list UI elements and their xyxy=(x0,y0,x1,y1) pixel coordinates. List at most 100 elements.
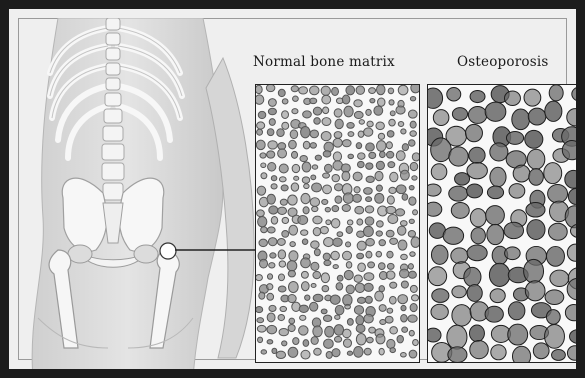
bone-cavity xyxy=(526,203,545,217)
bone-pore xyxy=(261,350,267,354)
bone-pore xyxy=(303,207,309,214)
bone-pore xyxy=(280,306,287,311)
bone-pore xyxy=(410,285,417,292)
bone-pore xyxy=(390,327,398,334)
bone-pore xyxy=(293,96,299,101)
bone-pore xyxy=(291,86,298,92)
bone-pore xyxy=(337,232,343,237)
bone-pore xyxy=(323,315,331,321)
bone-cavity xyxy=(552,349,566,360)
bone-pore xyxy=(389,100,394,105)
bone-pore xyxy=(282,341,287,346)
bone-pore xyxy=(300,315,306,320)
bone-pore xyxy=(269,119,275,126)
bone-pore xyxy=(268,99,276,107)
bone-pore xyxy=(291,151,297,158)
bone-pore xyxy=(386,271,395,279)
bone-pore xyxy=(411,295,418,301)
bone-pore xyxy=(323,185,332,194)
bone-cavity xyxy=(428,202,442,216)
normal-bone-texture xyxy=(256,85,419,362)
bone-cavity xyxy=(508,324,528,345)
bone-pore xyxy=(268,238,276,246)
bone-pore xyxy=(346,242,351,247)
bone-pore xyxy=(259,292,265,299)
bone-pore xyxy=(387,196,394,204)
bone-pore xyxy=(376,251,382,257)
bone-pore xyxy=(357,297,365,303)
bone-pore xyxy=(387,263,394,269)
bone-cavity xyxy=(467,163,488,179)
bone-pore xyxy=(379,240,386,246)
bone-pore xyxy=(413,210,418,215)
bone-pore xyxy=(409,219,414,223)
bone-pore xyxy=(289,318,295,324)
bone-pore xyxy=(375,171,383,180)
bone-pore xyxy=(279,177,286,182)
bone-cavity xyxy=(528,108,546,125)
bone-pore xyxy=(386,206,396,213)
bone-pore xyxy=(333,238,342,247)
bone-pore xyxy=(290,130,298,139)
bone-pore xyxy=(389,119,396,126)
bone-pore xyxy=(257,122,265,129)
bone-pore xyxy=(326,220,331,225)
bone-pore xyxy=(388,88,394,94)
bone-cavity xyxy=(487,186,503,199)
bone-pore xyxy=(324,260,331,265)
bone-pore xyxy=(303,111,312,118)
bone-cavity xyxy=(467,285,482,302)
bone-pore xyxy=(299,326,308,335)
bone-pore xyxy=(332,206,339,212)
bone-pore xyxy=(299,87,308,94)
bone-pore xyxy=(409,197,416,205)
bone-pore xyxy=(396,185,406,194)
bone-cavity xyxy=(490,143,508,161)
bone-pore xyxy=(310,302,318,311)
bone-cavity xyxy=(548,184,568,202)
bone-pore xyxy=(377,141,386,152)
bone-pore xyxy=(367,337,374,343)
bone-pore xyxy=(278,207,287,214)
bone-pore xyxy=(335,305,344,315)
bone-pore xyxy=(282,217,289,223)
bone-pore xyxy=(358,153,366,160)
osteoporosis-texture xyxy=(428,85,578,362)
bone-cavity xyxy=(529,169,544,186)
bone-pore xyxy=(357,219,363,225)
bone-pore xyxy=(271,184,277,189)
bone-pore xyxy=(332,349,340,357)
bone-cavity xyxy=(527,149,545,169)
bone-pore xyxy=(376,231,382,236)
bone-pore xyxy=(413,339,419,345)
bone-pore xyxy=(294,176,299,180)
bone-pore xyxy=(347,319,353,326)
bone-cavity xyxy=(469,325,484,342)
bone-pore xyxy=(259,239,267,247)
bone-cavity xyxy=(525,130,543,148)
bone-cavity xyxy=(505,247,521,260)
bone-pore xyxy=(387,308,393,313)
bone-pore xyxy=(412,153,419,161)
bone-pore xyxy=(399,269,408,278)
bone-pore xyxy=(410,97,415,101)
bone-cavity xyxy=(452,305,472,326)
bone-pore xyxy=(282,111,289,119)
bone-pore xyxy=(290,242,296,247)
bone-cavity xyxy=(487,224,504,244)
bone-pore xyxy=(314,348,322,355)
bone-pore xyxy=(389,187,396,193)
bone-pore xyxy=(267,340,273,344)
osteoporosis-label: Osteoporosis xyxy=(457,54,548,70)
bone-pore xyxy=(364,283,373,291)
bone-pore xyxy=(356,86,364,95)
bone-cavity xyxy=(545,101,562,121)
bone-pore xyxy=(390,348,396,353)
bone-cavity xyxy=(485,306,503,322)
bone-pore xyxy=(334,109,342,117)
bone-pore xyxy=(353,172,362,181)
bone-pore xyxy=(342,205,350,212)
bone-pore xyxy=(257,186,265,195)
bone-pore xyxy=(378,263,385,270)
bone-pore xyxy=(386,230,394,237)
